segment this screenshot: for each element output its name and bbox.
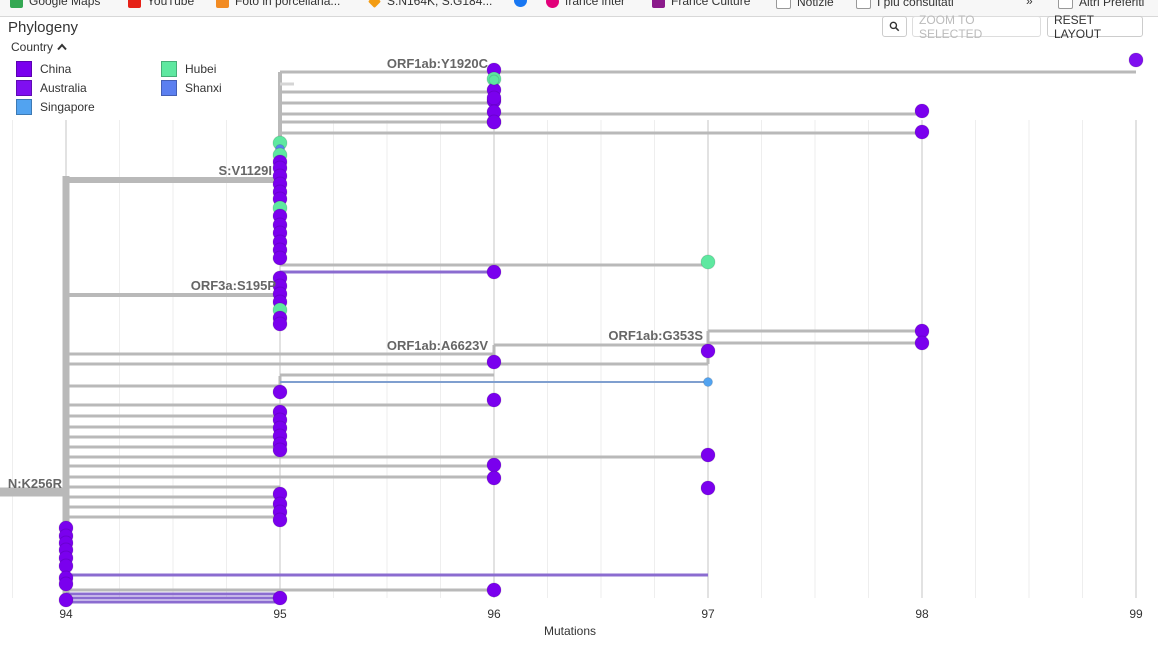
zoom-button[interactable]	[882, 16, 907, 37]
bookmark-label: I più consultati	[877, 0, 954, 9]
legend-item-australia[interactable]: Australia	[16, 80, 87, 96]
bookmark-youtube[interactable]: YouTube	[128, 0, 194, 8]
tip-node	[58, 592, 74, 608]
legend-item-singapore[interactable]: Singapore	[16, 99, 95, 115]
tip-node	[700, 447, 716, 463]
branch-label: N:K256R	[8, 476, 63, 491]
legend-item-hubei[interactable]: Hubei	[161, 61, 216, 77]
tip-node	[914, 103, 930, 119]
panel-title: Phylogeny	[8, 19, 79, 36]
tip-node	[703, 377, 713, 387]
bookmark-label: Altri Preferiti	[1079, 0, 1145, 9]
radio-icon	[546, 0, 559, 8]
legend-label: Singapore	[40, 100, 95, 114]
x-tick-label: 97	[701, 607, 715, 621]
tip-node	[914, 335, 930, 351]
tip-node	[486, 457, 502, 473]
branch-label: ORF1ab:G353S	[608, 328, 703, 343]
bookmark-google-maps[interactable]: Google Maps	[10, 0, 100, 8]
bookmark-notizie[interactable]: Notizie	[776, 0, 834, 9]
tip-node	[272, 250, 288, 266]
maps-pin-icon	[10, 0, 23, 8]
bookmark-label: Google Maps	[29, 0, 101, 8]
bookmark-label: france inter	[565, 0, 626, 8]
bookmark-label: S:N164K, S:G184...	[387, 0, 493, 8]
folder-icon	[1058, 0, 1073, 9]
x-axis-label: Mutations	[544, 624, 596, 638]
legend-label: China	[40, 62, 72, 76]
facebook-icon	[514, 0, 527, 7]
tip-node	[272, 442, 288, 458]
legend-swatch	[16, 61, 32, 77]
caret-up-icon	[57, 43, 67, 51]
bookmark-label: YouTube	[147, 0, 195, 8]
tip-node	[272, 590, 288, 606]
branch-label: ORF1ab:Y1920C	[387, 56, 489, 71]
bookmark-facebook[interactable]	[514, 0, 527, 7]
tip-node	[272, 316, 288, 332]
tip-node	[1128, 52, 1144, 68]
tip-node	[486, 114, 502, 130]
branch-label: ORF3a:S195P	[191, 278, 277, 293]
legend-toggle[interactable]: Country	[11, 40, 67, 54]
x-tick-label: 96	[487, 607, 501, 621]
bookmarks-bar: Google Maps YouTube Foto in porcellana..…	[0, 0, 1158, 17]
legend-swatch	[16, 99, 32, 115]
tip-node	[272, 512, 288, 528]
tip-node	[914, 124, 930, 140]
bookmark-label: Notizie	[797, 0, 834, 9]
folder-icon	[776, 0, 791, 9]
tip-node	[700, 254, 716, 270]
tip-node	[486, 354, 502, 370]
tip-node	[486, 392, 502, 408]
folder-icon	[856, 0, 871, 9]
legend-label: Hubei	[185, 62, 217, 76]
x-tick-label: 99	[1129, 607, 1143, 621]
tip-node	[486, 582, 502, 598]
bookmark-label: France Culture	[671, 0, 751, 8]
legend-item-shanxi[interactable]: Shanxi	[161, 80, 222, 96]
x-tick-label: 94	[59, 607, 73, 621]
tip-node	[486, 90, 502, 106]
bookmark-altri-preferiti[interactable]: Altri Preferiti	[1058, 0, 1144, 9]
youtube-icon	[128, 0, 141, 8]
tip-node	[700, 480, 716, 496]
magnifier-icon	[889, 21, 900, 32]
branch-label: ORF1ab:A6623V	[387, 338, 488, 353]
bookmark-label: Foto in porcellana...	[235, 0, 341, 8]
x-tick-label: 95	[273, 607, 287, 621]
bookmark-france-culture[interactable]: France Culture	[652, 0, 750, 8]
legend-title: Country	[11, 40, 54, 54]
tip-node	[486, 264, 502, 280]
country-legend: Country	[11, 40, 67, 54]
legend-swatch	[16, 80, 32, 96]
x-tick-label: 98	[915, 607, 929, 621]
tip-node	[488, 74, 500, 86]
branch-label: S:V1129I	[219, 163, 273, 178]
france-culture-icon	[652, 0, 665, 8]
tip-node	[58, 576, 74, 592]
legend-swatch	[161, 61, 177, 77]
bookmark-foto[interactable]: Foto in porcellana...	[216, 0, 340, 8]
bookmark-france-inter[interactable]: france inter	[546, 0, 625, 8]
legend-label: Australia	[40, 81, 87, 95]
bookmarks-overflow[interactable]: »	[1026, 0, 1033, 8]
bookmark-label: »	[1026, 0, 1033, 8]
bookmark-piu-consultati[interactable]: I più consultati	[856, 0, 954, 9]
tip-node	[700, 343, 716, 359]
photo-icon	[216, 0, 229, 8]
legend-label: Shanxi	[185, 81, 222, 95]
tip-node	[486, 470, 502, 486]
tip-node	[272, 384, 288, 400]
bookmark-nextstrain[interactable]: S:N164K, S:G184...	[368, 0, 492, 8]
legend-item-china[interactable]: China	[16, 61, 71, 77]
legend-swatch	[161, 80, 177, 96]
